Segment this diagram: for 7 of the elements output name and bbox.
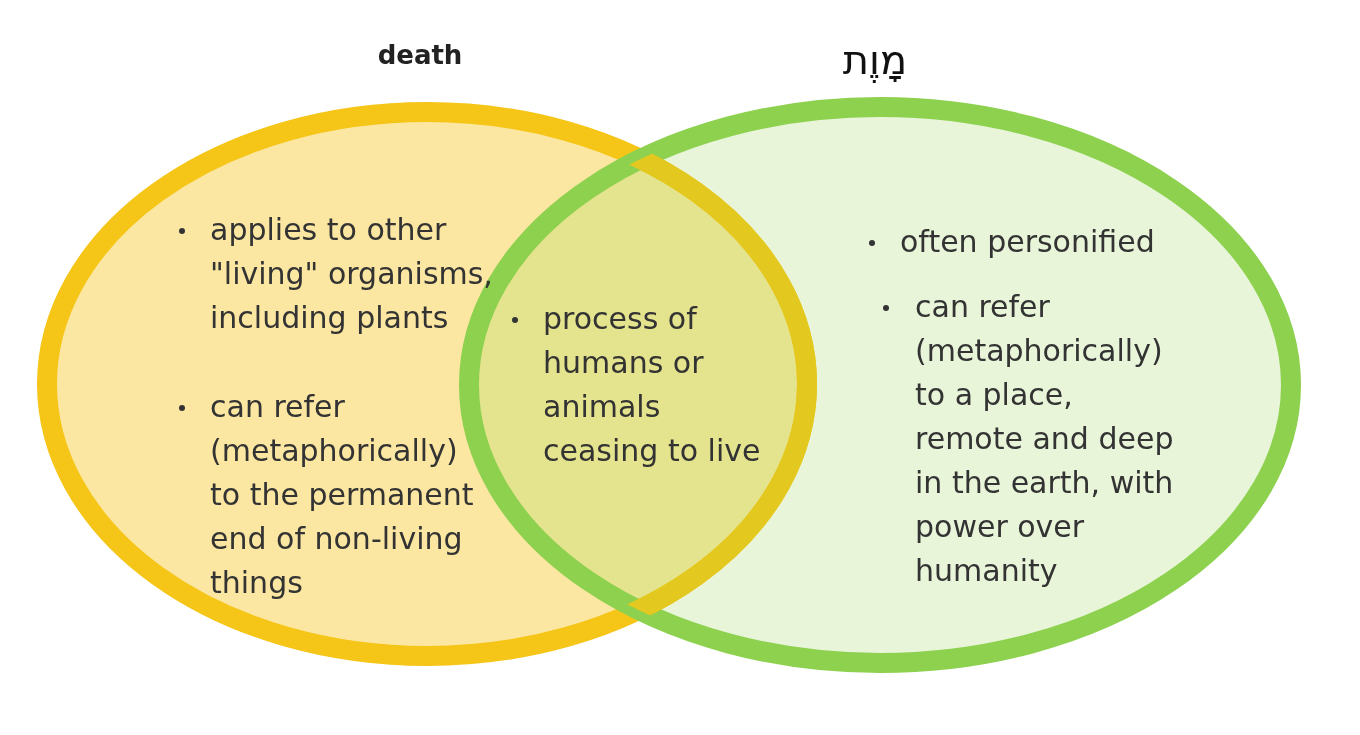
bullet-text: process of humans or animals ceasing to live	[543, 300, 762, 470]
bullet-text: can refer (metaphorically) to a place, remote and deep in the earth, with power over humanity	[915, 288, 1175, 590]
set-title: מָוֶת	[842, 37, 908, 83]
set-title: death	[377, 40, 463, 70]
bullet-text: applies to other "living" organisms, including plants	[210, 211, 494, 337]
bullet-text: often personified	[900, 223, 1156, 261]
bullet-text: can refer (metaphorically) to the permanent end of non-living things	[210, 388, 475, 602]
